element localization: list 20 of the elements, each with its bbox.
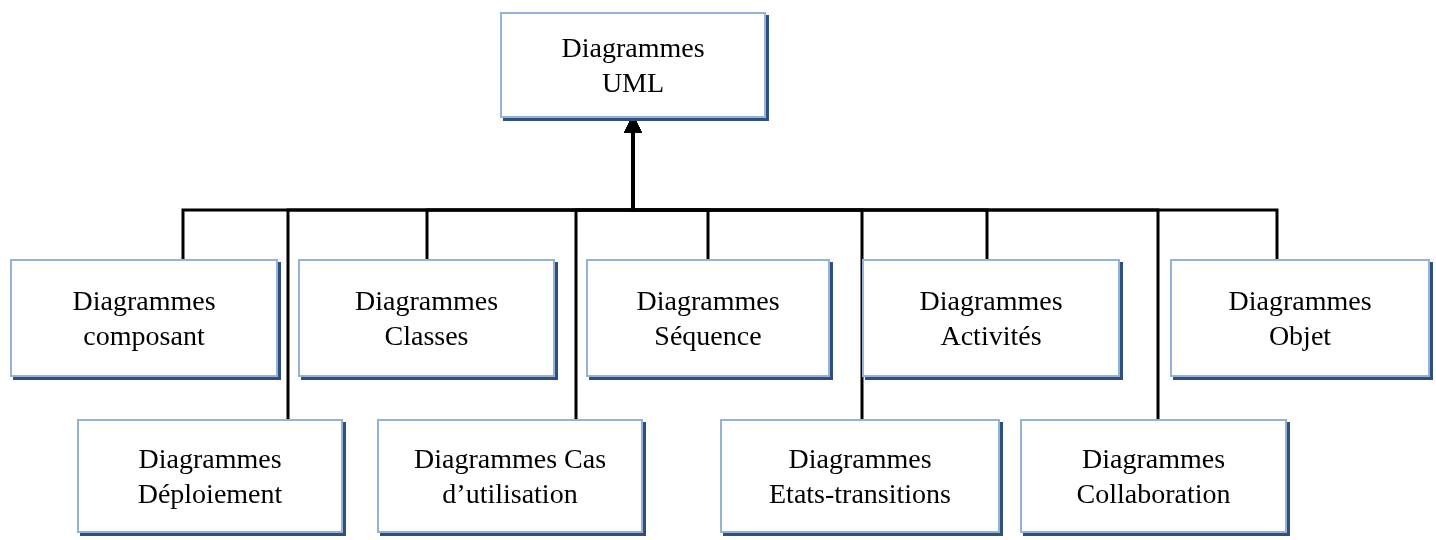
diagram-type-box (1170, 259, 1430, 377)
diagram-type-box (77, 419, 343, 533)
diagram-type-box (500, 12, 766, 118)
diagram-type-box (586, 259, 830, 377)
box-label: Diagrammes Séquence (635, 284, 781, 353)
box-label: Diagrammes Etats-transitions (768, 442, 952, 511)
box-label: Diagrammes UML (560, 31, 706, 100)
diagram-type-box (298, 259, 555, 377)
box-label: Diagrammes composant (71, 284, 217, 353)
diagram-type-box (720, 419, 1000, 533)
box-label: Diagrammes Déploiement (136, 442, 284, 511)
box-label: Diagrammes Collaboration (1075, 442, 1232, 511)
box-label: Diagrammes Activités (918, 284, 1064, 353)
diagram-type-box (377, 419, 643, 533)
diagram-type-box (1020, 419, 1287, 533)
diagram-type-box (10, 259, 278, 377)
diagram-type-box (862, 259, 1120, 377)
box-label: Diagrammes Classes (353, 284, 500, 353)
box-label: Diagrammes Cas d’utilisation (412, 442, 608, 511)
box-label: Diagrammes Objet (1227, 284, 1373, 353)
